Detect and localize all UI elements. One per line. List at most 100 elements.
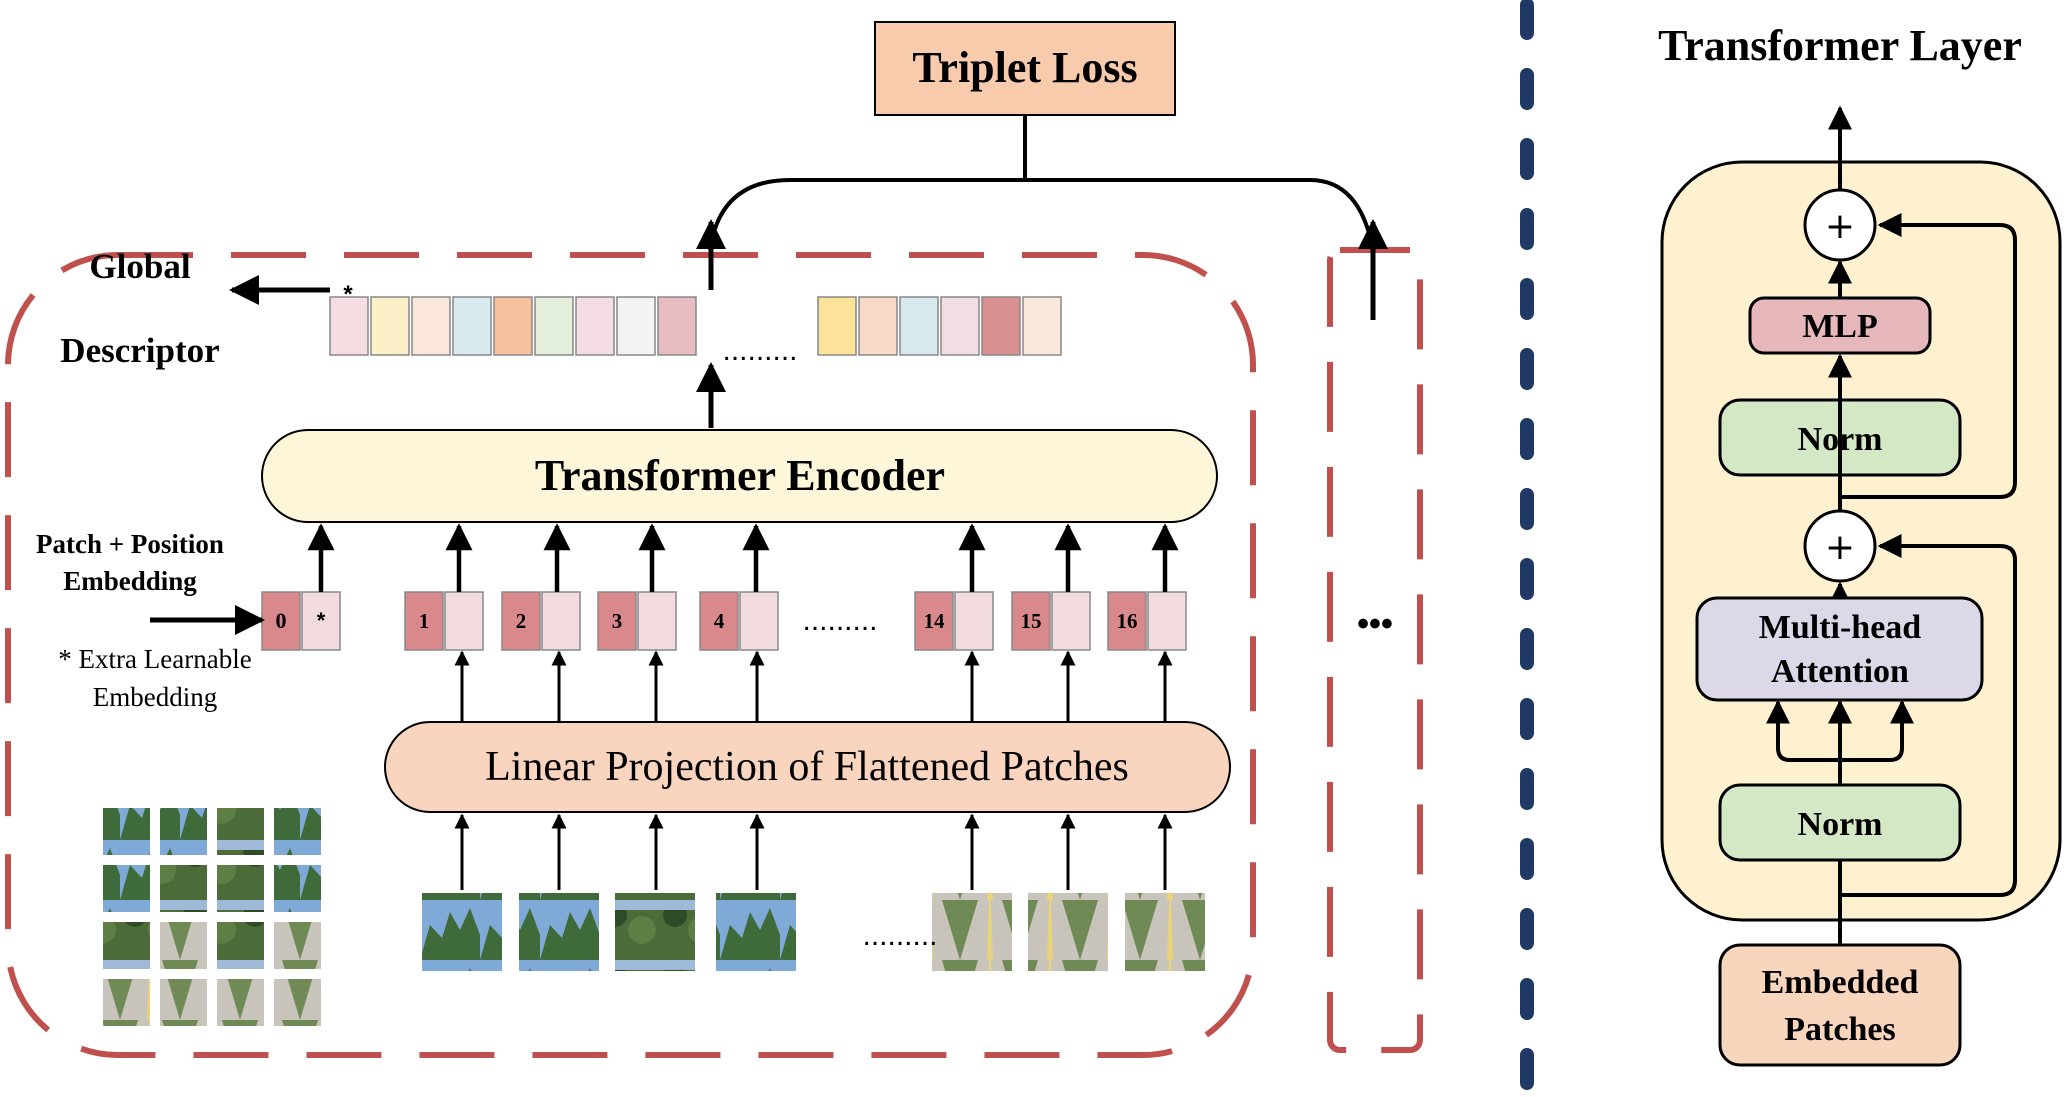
vit-branch-frame-2	[1327, 247, 1423, 1053]
grid-patch	[103, 808, 150, 855]
patch-position-line2: Embedding	[63, 566, 197, 596]
flattened-patch	[1028, 893, 1108, 971]
projection-arrows	[307, 523, 1179, 890]
plus-top: +	[1825, 206, 1855, 247]
triplet-loss-label: Triplet Loss	[912, 43, 1137, 92]
grid-patch	[103, 865, 150, 912]
global-descriptor-line2: Descriptor	[60, 331, 219, 370]
residual-bottom-path	[1838, 546, 2017, 900]
flattened-patches	[422, 893, 1205, 971]
embedding-token-index	[597, 591, 637, 651]
output-token	[899, 296, 939, 356]
embedding-token-patch	[541, 591, 581, 651]
triplet-loss-box	[874, 21, 1176, 116]
embedding-index-label: 4	[714, 609, 725, 633]
embedding-token-patch	[739, 591, 779, 651]
patches-ellipsis: .........	[862, 919, 937, 952]
output-token	[616, 296, 656, 356]
grid-patch	[160, 922, 207, 969]
grid-patch	[274, 922, 321, 969]
embedding-index-label: 15	[1021, 609, 1042, 633]
embedding-token-index	[1107, 591, 1147, 651]
output-token	[493, 296, 533, 356]
embedding-token-patch	[637, 591, 677, 651]
grid-patch	[274, 808, 321, 855]
attention-label-line2: Attention	[1771, 653, 1909, 690]
embedding-index-label: 1	[419, 609, 430, 633]
residual-top-path	[1838, 225, 2017, 510]
embedding-token-index	[261, 591, 301, 651]
output-token	[657, 296, 697, 356]
embedding-index-label: 0	[276, 608, 287, 633]
grid-patch	[274, 979, 321, 1026]
linear-projection-label: Linear Projection of Flattened Patches	[485, 744, 1129, 790]
flattened-patch	[422, 893, 502, 971]
norm-bottom-label: Norm	[1798, 806, 1883, 843]
grid-patch	[103, 979, 150, 1026]
mlp-label: MLP	[1802, 308, 1878, 345]
output-token	[452, 296, 492, 356]
transformer-encoder-label: Transformer Encoder	[535, 451, 945, 500]
class-token-star: *	[343, 281, 353, 308]
output-token	[329, 296, 369, 356]
grid-patch	[217, 865, 264, 912]
output-token	[858, 296, 898, 356]
flattened-patch	[615, 893, 695, 971]
output-token	[411, 296, 451, 356]
attention-label-line1: Multi-head	[1759, 609, 1922, 646]
output-token	[534, 296, 574, 356]
transformer-layer-title: Transformer Layer	[1658, 21, 2022, 70]
grid-patch	[274, 865, 321, 912]
embedding-token-index	[699, 591, 739, 651]
linear-projection-box	[384, 721, 1231, 813]
grid-patch	[160, 865, 207, 912]
output-token	[981, 296, 1021, 356]
embedding-index-label: 16	[1117, 609, 1138, 633]
flattened-patch	[716, 893, 796, 971]
embedding-ellipsis: .........	[802, 604, 877, 637]
embedding-token-patch	[954, 591, 994, 651]
embedding-token-index	[1011, 591, 1051, 651]
embedding-index-label: 14	[924, 609, 946, 633]
flattened-patch	[519, 893, 599, 971]
mlp-block	[1748, 296, 1932, 355]
embedded-patches-block	[1718, 943, 1962, 1067]
patch-position-line1: Patch + Position	[36, 529, 224, 559]
embedding-index-label: 3	[612, 609, 623, 633]
vit-branch-frame	[5, 252, 1256, 1058]
more-branches-ellipsis: •••	[1357, 605, 1393, 643]
grid-patch	[103, 922, 150, 969]
embedding-token-patch	[1051, 591, 1091, 651]
embedding-token-index	[404, 591, 444, 651]
triplet-connector	[708, 115, 1375, 251]
transformer-encoder-box	[261, 429, 1218, 523]
embedding-class-label: *	[317, 608, 326, 633]
embedding-index-label: 2	[516, 609, 527, 633]
grid-patch	[217, 922, 264, 969]
grid-patch	[160, 808, 207, 855]
extra-learnable-line2: Embedding	[93, 682, 217, 712]
output-token	[370, 296, 410, 356]
embedding-token-patch	[1147, 591, 1187, 651]
embedding-token-index	[914, 591, 954, 651]
output-token	[940, 296, 980, 356]
embedded-patches-line1: Embedded	[1762, 964, 1919, 1001]
output-token	[1022, 296, 1062, 356]
plus-bottom: +	[1825, 527, 1855, 568]
flattened-patch	[1125, 893, 1205, 971]
tokens-ellipsis: .........	[722, 334, 797, 367]
output-tokens	[329, 296, 1062, 356]
grid-patch	[217, 979, 264, 1026]
output-token	[817, 296, 857, 356]
grid-patch	[217, 808, 264, 855]
global-descriptor-line1: Global	[89, 247, 190, 286]
grid-patch	[160, 979, 207, 1026]
embedding-token-patch	[444, 591, 484, 651]
embedding-tokens: 0 * 1 2 3 4 14 15 16.........	[261, 591, 1187, 651]
embedded-patches-line2: Patches	[1784, 1011, 1895, 1048]
output-token	[575, 296, 615, 356]
extra-learnable-line1: * Extra Learnable	[58, 644, 251, 674]
flattened-patch	[932, 893, 1012, 971]
input-image-grid	[103, 808, 321, 1026]
